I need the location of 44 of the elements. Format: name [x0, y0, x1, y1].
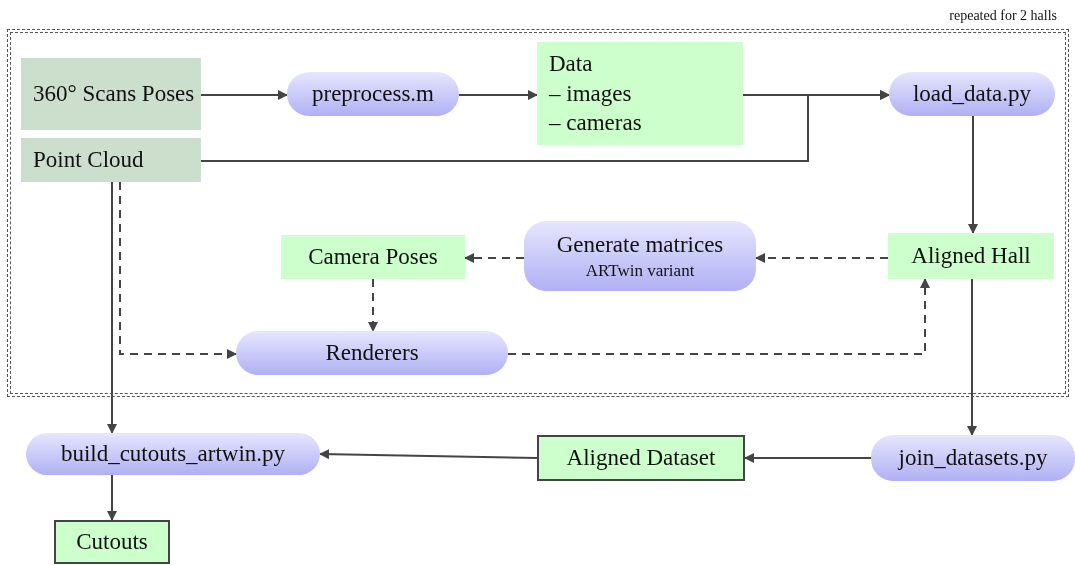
process-box — [889, 72, 1055, 116]
node-label: Point Cloud — [33, 146, 144, 175]
arrow — [458, 90, 538, 100]
data-box — [537, 42, 743, 145]
arrow — [200, 90, 890, 162]
arrow — [319, 449, 538, 460]
process-box — [26, 433, 320, 475]
list-item: – cameras — [549, 109, 642, 138]
group-label: repeated for 2 halls — [949, 7, 1057, 25]
arrow — [119, 181, 237, 359]
arrow — [507, 278, 930, 355]
node-label: load_data.py — [912, 80, 1032, 109]
node-label: build_cutouts_artwin.py — [60, 440, 286, 469]
data-box — [21, 138, 201, 182]
output-box — [537, 435, 745, 481]
node-label: Data — [549, 49, 593, 78]
node-label: Cutouts — [76, 528, 148, 557]
node-label: Generate matrices — [556, 231, 724, 259]
arrow — [464, 253, 525, 263]
arrow — [744, 453, 872, 463]
node-label: join_datasets.py — [898, 444, 1048, 473]
node-label: Camera Poses — [308, 243, 438, 272]
node-label: Renderers — [325, 339, 419, 368]
arrow — [968, 115, 978, 234]
list-item: – images — [549, 79, 632, 108]
data-box — [21, 58, 201, 130]
node-subtitle: ARTwin variant — [585, 259, 695, 282]
arrow — [107, 474, 117, 521]
arrow — [107, 181, 117, 434]
node-label: preprocess.m — [312, 80, 434, 109]
data-box — [888, 233, 1054, 279]
process-box — [287, 72, 459, 116]
data-box — [281, 235, 465, 279]
arrow — [200, 90, 288, 100]
arrow — [967, 278, 977, 436]
arrow — [368, 278, 378, 332]
process-box — [236, 331, 508, 375]
node-label: 360° Scans Poses — [33, 80, 195, 109]
node-label: Aligned Dataset — [566, 444, 716, 473]
process-box — [524, 221, 756, 291]
node-label: Aligned Hall — [911, 242, 1031, 271]
output-box — [54, 520, 170, 564]
arrow — [755, 253, 889, 263]
process-box — [871, 435, 1075, 481]
